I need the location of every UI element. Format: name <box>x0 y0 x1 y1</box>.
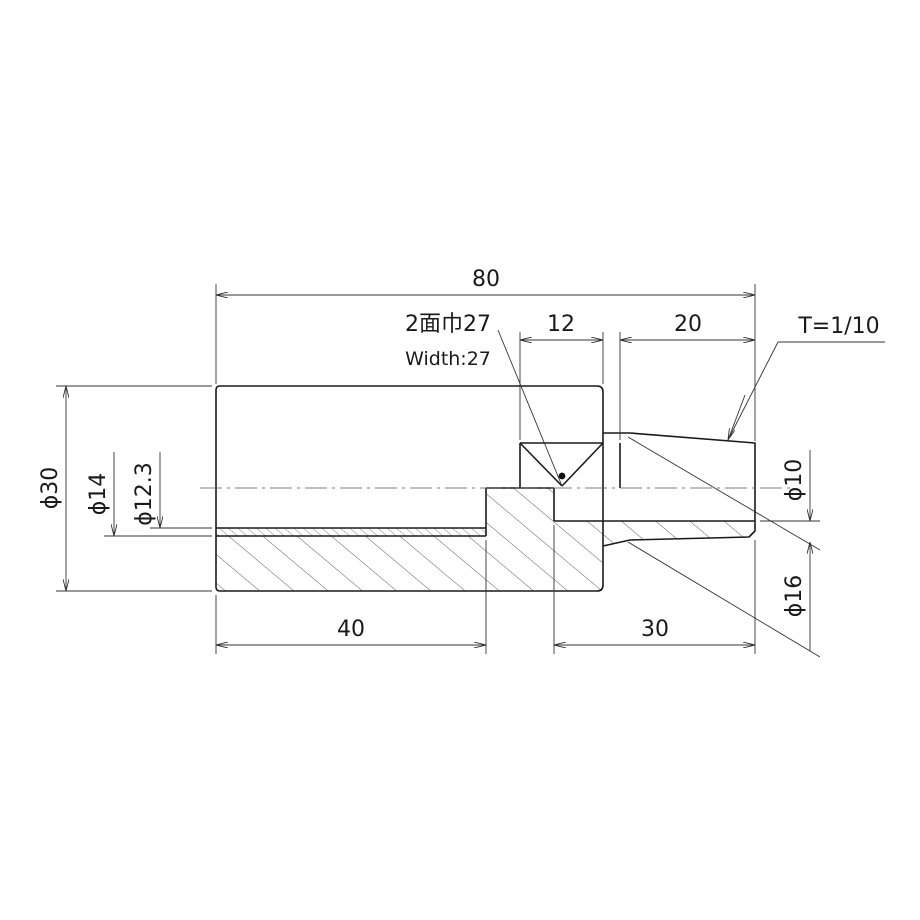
extension-lines <box>56 284 885 658</box>
flats-length-label: 12 <box>547 312 575 337</box>
outer-diameter-label: ϕ30 <box>38 467 63 510</box>
hex-center-dot <box>558 472 566 480</box>
thread-diameter-label: ϕ12.3 <box>132 462 157 526</box>
flats-width-label-en: Width:27 <box>405 348 491 370</box>
spigot-diameter-label: ϕ16 <box>782 575 807 618</box>
taper-length-label: 20 <box>674 312 702 337</box>
dimension-lines <box>66 295 810 651</box>
section-hatch-main <box>216 488 755 591</box>
total-length-label: 80 <box>472 267 500 292</box>
tip-diameter-label: ϕ10 <box>782 459 807 502</box>
bore-diameter-label: ϕ14 <box>86 473 111 516</box>
bore-depth-label: 40 <box>337 617 365 642</box>
spigot-length-label: 30 <box>641 617 669 642</box>
part-outline <box>215 385 756 592</box>
thread-hatch <box>216 528 486 536</box>
flats-width-label-jp: 2面巾27 <box>405 312 491 337</box>
taper-ratio-label: T=1/10 <box>797 314 879 339</box>
